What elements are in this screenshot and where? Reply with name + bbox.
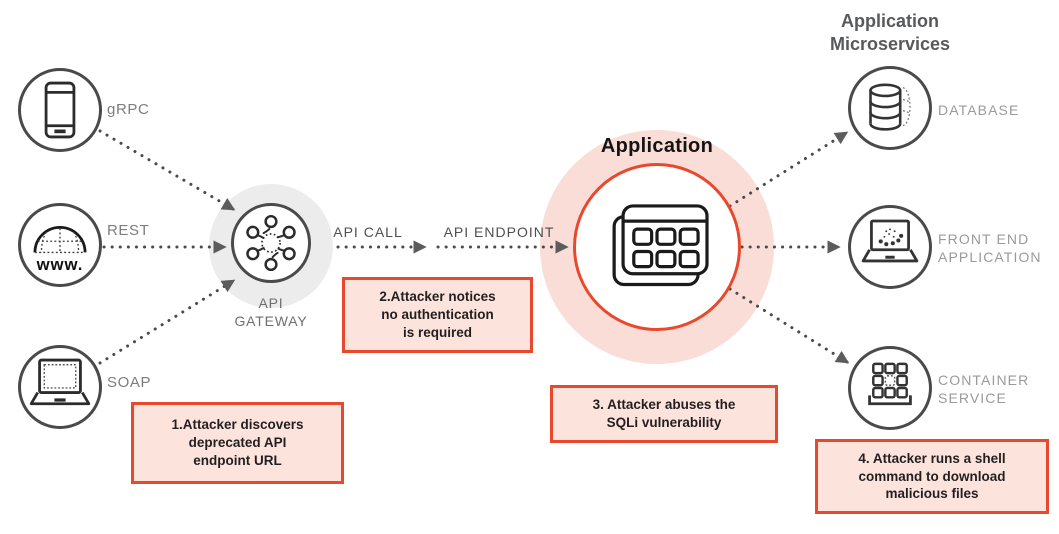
grpc-label: gRPC [107, 101, 150, 118]
database-node [848, 66, 932, 150]
smartphone-icon [44, 81, 76, 139]
callout-step-1: 1.Attacker discovers deprecated API endp… [131, 402, 344, 484]
callout-step-2-line1: 2.Attacker notices [379, 289, 496, 305]
arrow-grpc-to-gateway [98, 129, 236, 211]
callout-step-1-line1: 1.Attacker discovers [171, 417, 304, 433]
microservices-header-line2: Microservices [829, 34, 951, 54]
callout-step-4-line1: 4. Attacker runs a shell [858, 450, 1006, 466]
api-call-label: API CALL [333, 224, 403, 240]
api-gateway-label: API GATEWAY [211, 294, 331, 330]
callout-step-3-line1: 3. Attacker abuses the [592, 397, 736, 413]
application-node [573, 163, 741, 331]
callout-step-3-line2: SQLi vulnerability [606, 415, 722, 430]
database-label: DATABASE [938, 102, 1020, 118]
application-window-icon [612, 204, 709, 287]
rest-label: REST [107, 222, 150, 239]
callout-step-2-line2: no authentication [381, 307, 494, 323]
frontend-laptop-icon [861, 219, 919, 263]
globe-icon: www. [33, 226, 87, 274]
api-gateway-label-line2: GATEWAY [234, 313, 308, 329]
laptop-icon [29, 358, 91, 406]
callout-step-3: 3. Attacker abuses the SQLi vulnerabilit… [550, 385, 778, 443]
callout-step-2: 2.Attacker notices no authentication is … [342, 277, 533, 353]
api-gateway-label-line1: API [258, 295, 284, 311]
microservices-header-line1: Application [841, 11, 939, 31]
rest-node: www. [18, 203, 102, 287]
api-gateway-node [231, 203, 311, 283]
callout-step-4: 4. Attacker runs a shell command to down… [815, 439, 1049, 514]
frontend-label-line2: APPLICATION [938, 249, 1042, 265]
container-label: CONTAINER SERVICE [938, 371, 1029, 407]
globe-www-text: www. [36, 255, 84, 274]
container-label-line2: SERVICE [938, 390, 1007, 406]
callout-step-1-line2: deprecated API [188, 435, 287, 451]
callout-step-4-line3: malicious files [885, 486, 979, 502]
soap-label: SOAP [107, 374, 152, 391]
api-endpoint-label: API ENDPOINT [443, 224, 555, 240]
container-label-line1: CONTAINER [938, 372, 1030, 388]
frontend-label-line1: FRONT END [938, 231, 1030, 247]
frontend-label: FRONT END APPLICATION [938, 230, 1042, 266]
soap-node [18, 345, 102, 429]
grpc-node [18, 68, 102, 152]
callout-step-4-line2: command to download [858, 468, 1006, 484]
application-title: Application [600, 135, 714, 157]
container-grid-icon [868, 362, 912, 406]
callout-step-2-line3: is required [402, 324, 473, 340]
container-node [848, 346, 932, 430]
microservices-header: Application Microservices [790, 10, 990, 56]
database-icon [869, 83, 911, 131]
frontend-node [848, 205, 932, 289]
callout-step-1-line3: endpoint URL [193, 452, 282, 468]
api-gateway-hub-icon [246, 214, 296, 272]
